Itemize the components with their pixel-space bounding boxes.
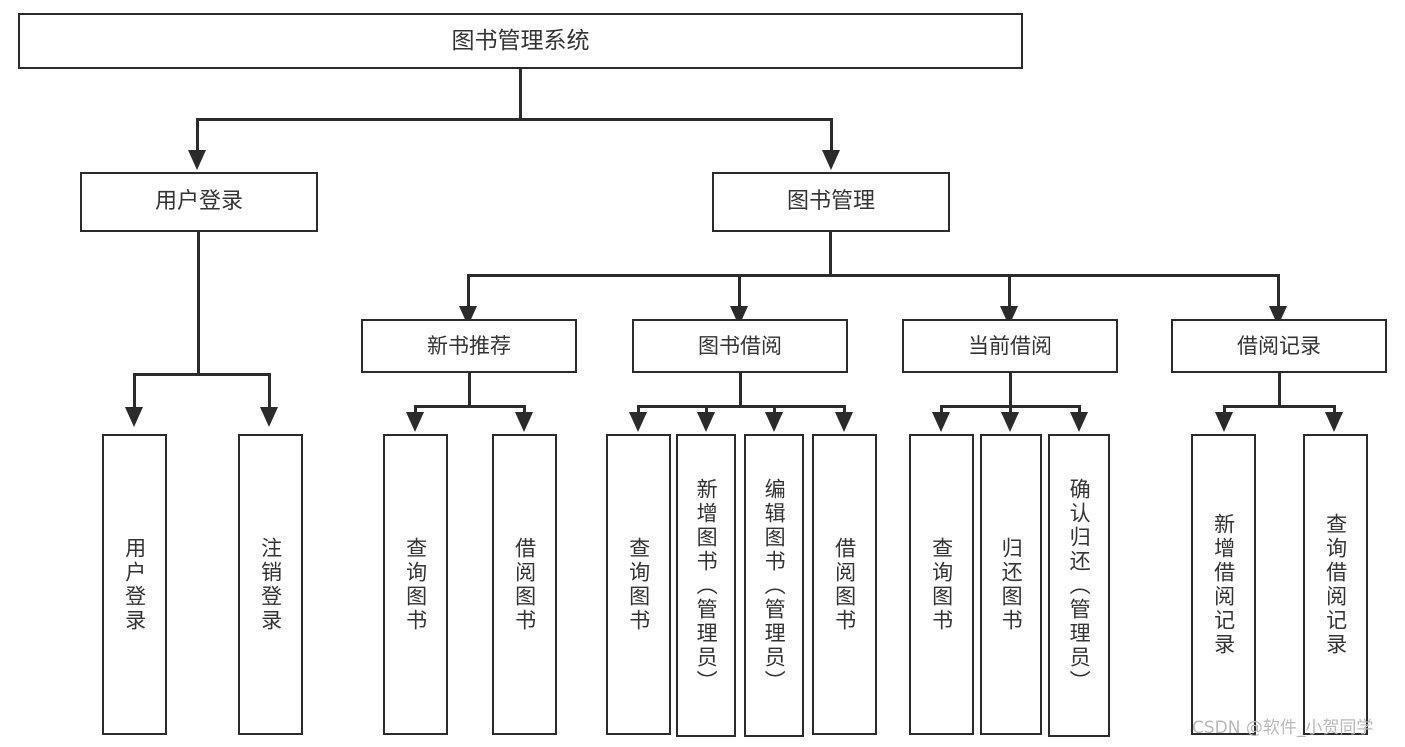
node-leaf-query-book-3-label: 查询图书 [929,536,954,633]
arrow-to-leaf-add-record [1215,412,1233,432]
node-leaf-query-record[interactable]: 查询借阅记录 [1303,434,1368,735]
arrow-to-leaf-add-book [697,412,715,432]
node-leaf-edit-book[interactable]: 编辑图书（管理员） [744,434,804,737]
arrow-to-leaf-edit-book [765,412,783,432]
node-root[interactable]: 图书管理系统 [18,13,1023,69]
arrow-to-book-management [822,150,840,170]
node-leaf-confirm-return[interactable]: 确认归还（管理员） [1048,434,1110,737]
node-leaf-user-login[interactable]: 用户登录 [102,434,167,735]
arrow-to-leaf-query-book-1 [406,412,424,432]
connector-book-management-stem [829,232,832,275]
node-leaf-query-book-2-label: 查询图书 [626,536,651,633]
connector-l3-drop-4 [1277,274,1280,307]
node-leaf-query-book-1[interactable]: 查询图书 [383,434,448,735]
arrow-to-leaf-query-record [1325,412,1343,432]
connector-l3-drop-3 [1008,274,1011,307]
node-leaf-query-book-3[interactable]: 查询图书 [909,434,974,735]
connector-nbr-bus [415,405,525,408]
node-book-management-label: 图书管理 [786,189,875,215]
arrow-to-leaf-query-book-2 [629,412,647,432]
node-leaf-query-book-2[interactable]: 查询图书 [606,434,671,735]
connector-nbr-stem [468,373,471,406]
node-current-borrow[interactable]: 当前借阅 [902,319,1118,373]
connector-root-drop-left [196,118,199,151]
connector-l3-drop-2 [738,274,741,307]
node-leaf-edit-book-label: 编辑图书（管理员） [762,477,787,694]
node-book-management[interactable]: 图书管理 [712,172,950,232]
node-leaf-user-login-label: 用户登录 [122,536,147,633]
arrow-to-leaf-user-login [125,407,143,427]
arrow-to-leaf-return-book [1001,412,1019,432]
node-leaf-add-record[interactable]: 新增借阅记录 [1191,434,1256,735]
connector-root-bus [197,118,833,121]
arrow-to-leaf-query-book-3 [932,412,950,432]
connector-user-login-bus [134,373,270,376]
node-leaf-confirm-return-label: 确认归还（管理员） [1067,477,1092,694]
arrow-to-user-login [188,150,206,170]
arrow-to-leaf-confirm-return [1070,412,1088,432]
node-leaf-add-book-label: 新增图书（管理员） [694,477,719,694]
node-leaf-borrow-book-2-label: 借阅图书 [832,536,857,633]
node-borrow-record-label: 借阅记录 [1237,333,1321,358]
node-borrow-record[interactable]: 借阅记录 [1171,319,1387,373]
node-new-book-recommend-label: 新书推荐 [427,333,511,358]
node-user-login[interactable]: 用户登录 [80,172,318,232]
watermark-text: CSDN @软件_小贺同学 [1192,718,1374,738]
connector-cb-stem [1009,373,1012,406]
connector-user-login-stem [197,232,200,374]
node-book-borrow-label: 图书借阅 [698,333,782,358]
node-leaf-add-record-label: 新增借阅记录 [1211,512,1236,657]
node-user-login-label: 用户登录 [154,189,243,215]
connector-bb-bus [638,405,846,408]
node-leaf-logout-login[interactable]: 注销登录 [238,434,303,735]
node-leaf-logout-login-label: 注销登录 [258,536,283,633]
connector-user-login-drop-right [268,373,271,408]
node-leaf-query-record-label: 查询借阅记录 [1323,512,1348,657]
connector-root-drop-right [830,118,833,151]
node-leaf-borrow-book-1[interactable]: 借阅图书 [492,434,557,735]
node-leaf-borrow-book-1-label: 借阅图书 [512,536,537,633]
node-leaf-return-book[interactable]: 归还图书 [980,434,1042,735]
connector-user-login-drop-left [133,373,136,408]
arrow-to-leaf-logout-login [260,407,278,427]
node-root-label: 图书管理系统 [451,27,590,54]
connector-bb-stem [739,373,742,406]
node-leaf-borrow-book-2[interactable]: 借阅图书 [812,434,877,735]
arrow-to-leaf-borrow-book-2 [835,412,853,432]
connector-br-stem [1278,373,1281,406]
node-leaf-return-book-label: 归还图书 [999,536,1024,633]
node-leaf-add-book[interactable]: 新增图书（管理员） [676,434,736,737]
arrow-to-leaf-borrow-book-1 [515,412,533,432]
node-leaf-query-book-1-label: 查询图书 [403,536,428,633]
connector-root-stem [519,69,522,118]
node-current-borrow-label: 当前借阅 [968,333,1052,358]
node-new-book-recommend[interactable]: 新书推荐 [361,319,577,373]
connector-br-bus [1224,405,1336,408]
connector-book-management-bus [468,274,1280,277]
connector-l3-drop-1 [467,274,470,307]
node-book-borrow[interactable]: 图书借阅 [632,319,848,373]
